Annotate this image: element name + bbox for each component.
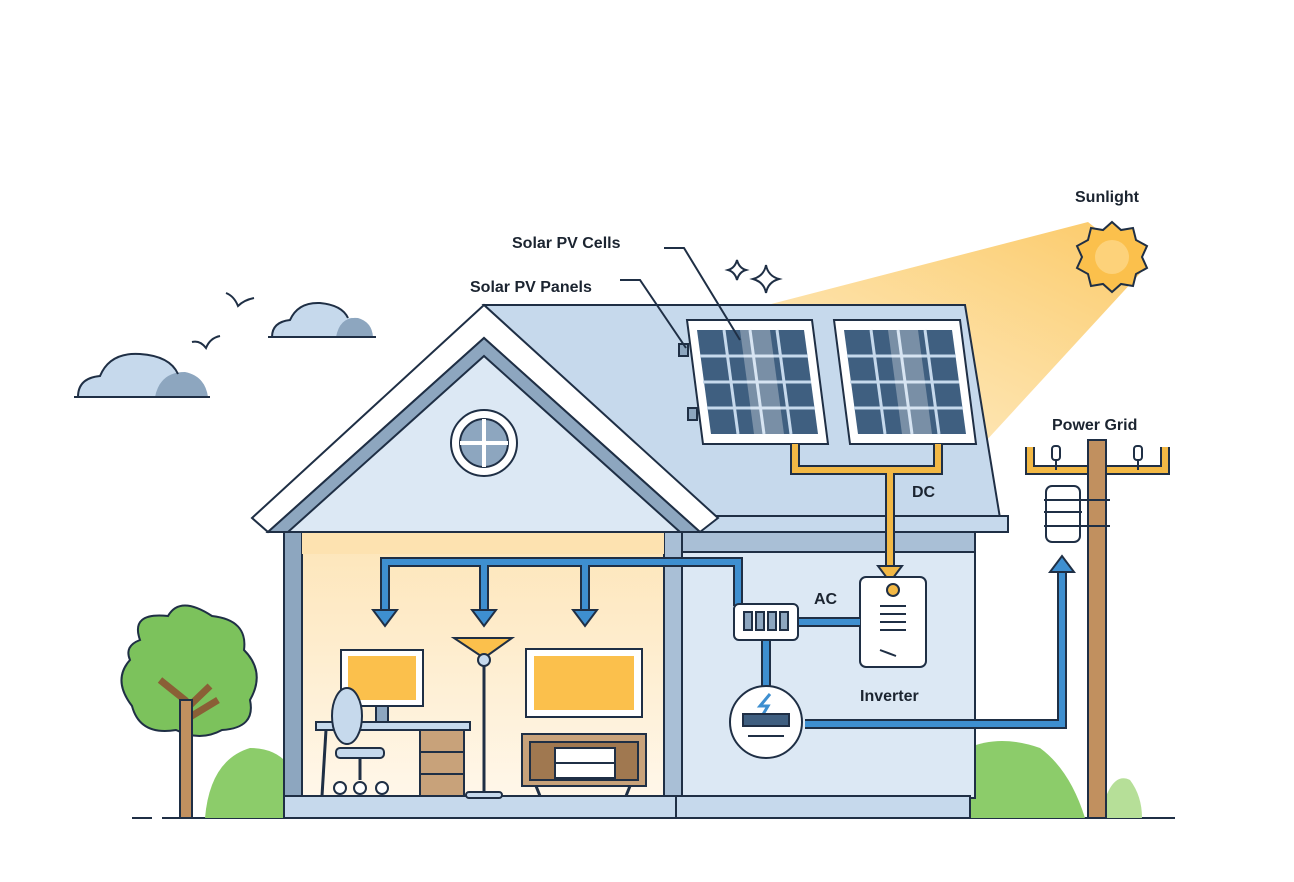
house-foundation bbox=[283, 795, 971, 819]
tv-cabinet bbox=[521, 733, 647, 797]
ac-arrow-right bbox=[571, 609, 599, 628]
gable-trim-inner bbox=[265, 336, 703, 533]
inverter-label: Inverter bbox=[860, 688, 919, 705]
power-grid-label: Power Grid bbox=[1052, 417, 1137, 434]
solar-pv-panels-label: Solar PV Panels bbox=[470, 279, 592, 296]
panels-leader bbox=[620, 279, 687, 349]
window-icon bbox=[450, 409, 518, 477]
bird-icon bbox=[225, 292, 255, 308]
solar-panel-icon bbox=[678, 319, 830, 445]
bush-far-right bbox=[1100, 778, 1142, 818]
ac-arrow-left bbox=[371, 609, 399, 628]
lamp-icon bbox=[450, 637, 516, 799]
dc-arrow bbox=[876, 565, 904, 584]
tree-icon bbox=[120, 604, 258, 819]
utility-pole-icon bbox=[1025, 439, 1170, 819]
chair-icon bbox=[331, 687, 389, 795]
left-ceiling-glow bbox=[302, 532, 664, 554]
ac-label: AC bbox=[814, 591, 838, 608]
sparkle-icon bbox=[724, 259, 750, 281]
right-fascia bbox=[681, 531, 976, 553]
ac-arrow-middle bbox=[470, 609, 498, 628]
sparkle-icon bbox=[749, 264, 783, 294]
left-post bbox=[283, 531, 303, 799]
breaker-icon bbox=[733, 603, 799, 641]
cells-leader bbox=[664, 247, 741, 341]
cloud-icon bbox=[268, 301, 376, 338]
center-post bbox=[663, 531, 683, 799]
grid-arrow bbox=[1048, 554, 1076, 573]
solar-pv-cells-label: Solar PV Cells bbox=[512, 235, 621, 252]
solar-panel-icon bbox=[832, 319, 978, 445]
cloud-icon bbox=[74, 352, 210, 398]
sun-icon bbox=[1075, 220, 1149, 294]
sunlight-label: Sunlight bbox=[1075, 189, 1140, 206]
bush-right bbox=[968, 741, 1085, 818]
bird-icon bbox=[191, 335, 221, 351]
bush-left bbox=[205, 748, 300, 818]
dc-label: DC bbox=[912, 484, 936, 501]
desk-icon bbox=[315, 721, 471, 797]
monitor-icon bbox=[340, 649, 424, 723]
house-right-wall bbox=[669, 531, 976, 799]
roof-right-eave bbox=[699, 515, 1009, 533]
meter-icon bbox=[729, 685, 803, 759]
tv-icon bbox=[525, 648, 643, 718]
inverter-icon bbox=[859, 576, 927, 668]
